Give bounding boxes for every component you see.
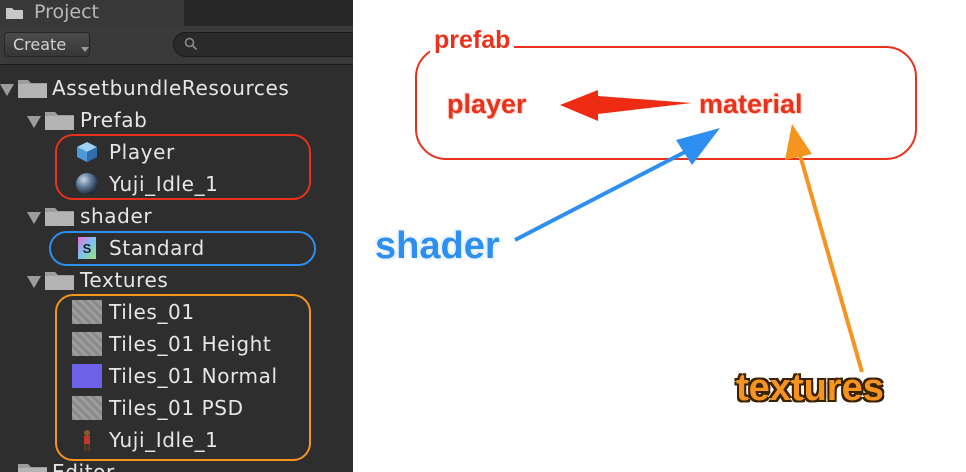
material-to-player-arrow <box>560 90 692 121</box>
textures-label: textures <box>736 367 884 410</box>
shader-label: shader <box>375 225 500 268</box>
textures-to-material-arrow <box>785 124 862 372</box>
shader-to-material-arrow <box>515 128 720 240</box>
material-label: material <box>699 89 803 120</box>
prefab-label: prefab <box>430 26 514 55</box>
player-label: player <box>447 89 527 120</box>
